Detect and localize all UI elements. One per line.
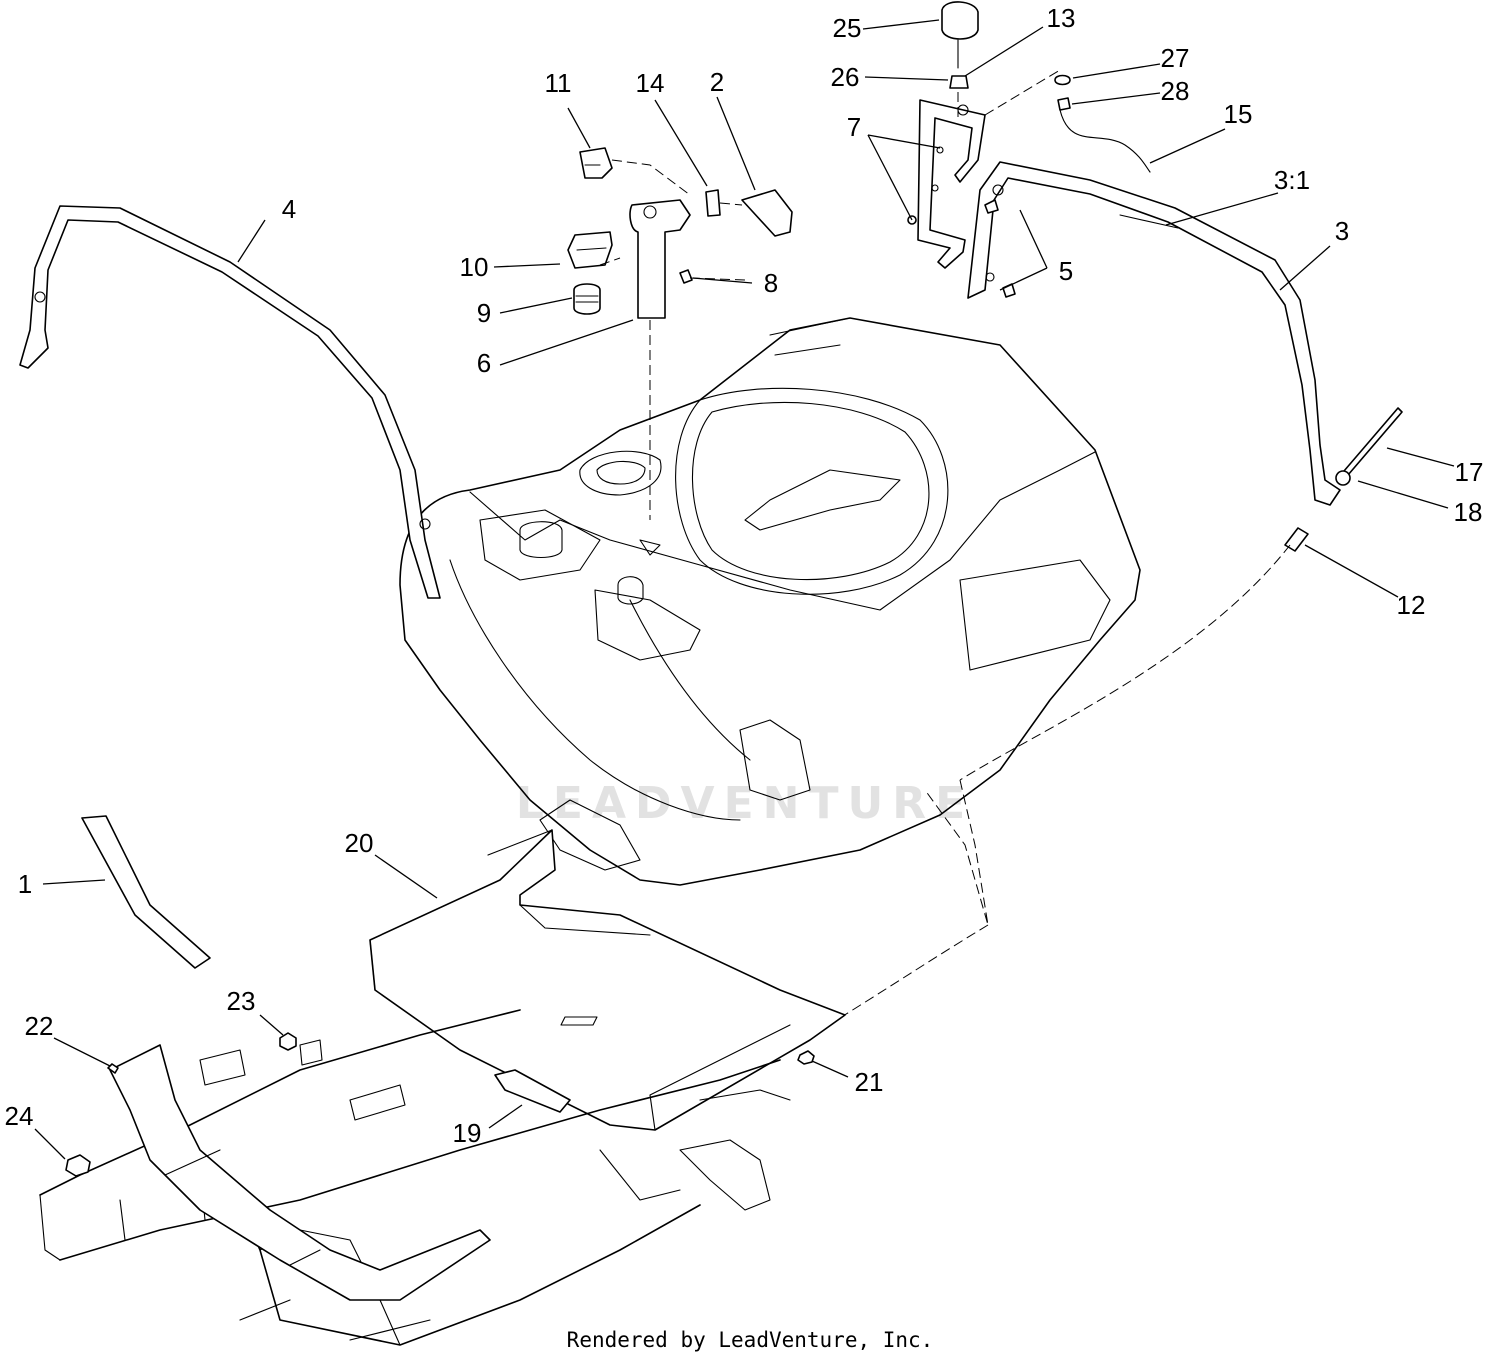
plate-19 (494, 1069, 571, 1113)
nut-21 (797, 1050, 815, 1065)
mount-plate-20 (369, 829, 846, 1131)
callout-23: 23 (227, 986, 256, 1016)
bolt-17 (1337, 407, 1403, 483)
callout-8: 8 (764, 268, 778, 298)
footer-credit: Rendered by LeadVenture, Inc. (566, 1328, 934, 1352)
callout-18: 18 (1454, 497, 1483, 527)
nut-23 (279, 1032, 297, 1051)
callout-2: 2 (710, 67, 724, 97)
callout-6: 6 (477, 348, 491, 378)
leader-lines (34, 19, 1455, 1160)
tank-strap-right (967, 161, 1341, 506)
hardware-22 (107, 1063, 119, 1074)
callout-17: 17 (1455, 457, 1484, 487)
callout-21: 21 (855, 1067, 884, 1097)
tank-strap-left (19, 205, 441, 599)
gauge-bracket (907, 1, 1151, 298)
callout-11: 11 (545, 68, 572, 98)
callout-3: 3 (1335, 216, 1349, 246)
callouts: 1 2 3 3:1 4 5 6 7 8 9 10 11 12 13 14 15 … (5, 3, 1484, 1148)
callout-7: 7 (847, 112, 861, 142)
callout-10: 10 (460, 252, 489, 282)
callout-12: 12 (1397, 590, 1426, 620)
spacer-12 (1284, 527, 1309, 552)
callout-24: 24 (5, 1101, 34, 1131)
washer-18 (1335, 470, 1351, 486)
heat-shield-1 (81, 815, 211, 969)
bolt-24 (65, 1154, 91, 1177)
callout-4: 4 (282, 194, 296, 224)
callout-28: 28 (1161, 76, 1190, 106)
callout-1: 1 (18, 869, 32, 899)
callout-15: 15 (1224, 99, 1253, 129)
callout-9: 9 (477, 298, 491, 328)
vent-assembly (567, 147, 793, 520)
frame (39, 1009, 791, 1346)
callout-5: 5 (1059, 256, 1073, 286)
callout-19: 19 (453, 1118, 482, 1148)
callout-20: 20 (345, 828, 374, 858)
callout-25: 25 (833, 13, 862, 43)
fuel-tank (399, 317, 1141, 886)
callout-26: 26 (831, 62, 860, 92)
callout-27: 27 (1161, 43, 1190, 73)
callout-22: 22 (25, 1011, 54, 1041)
callout-13: 13 (1047, 3, 1076, 33)
callout-14: 14 (636, 68, 665, 98)
watermark-text: LEADVENTURE (516, 778, 974, 829)
callout-3-1: 3:1 (1274, 165, 1310, 195)
